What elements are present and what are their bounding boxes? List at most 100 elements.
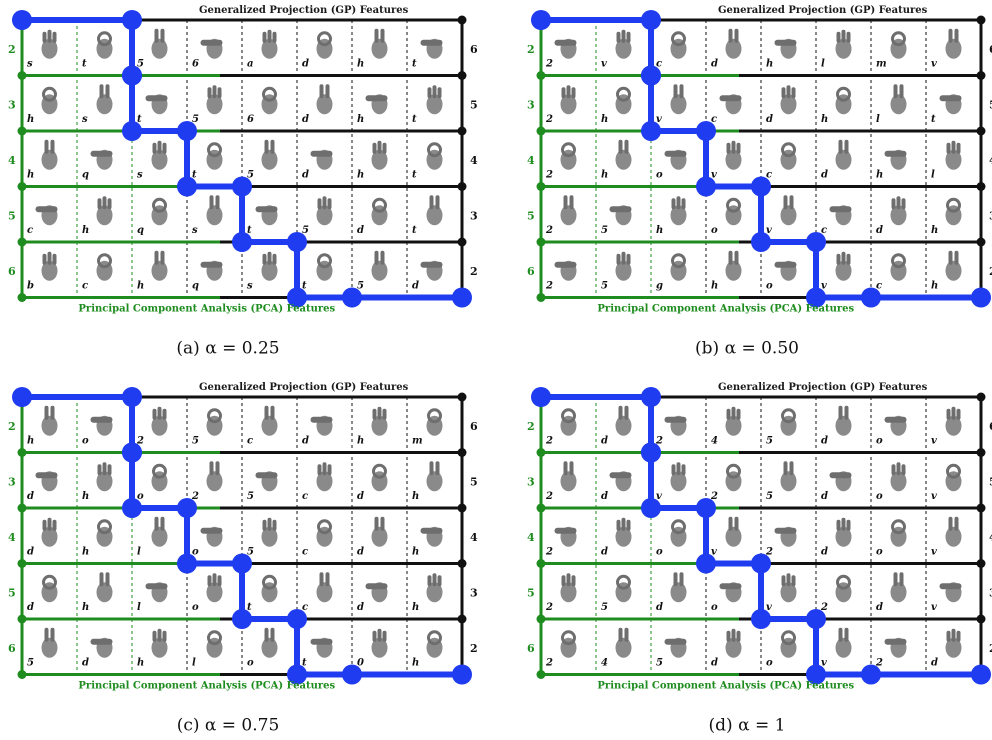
hand-finger-shape bbox=[162, 630, 167, 642]
hand-finger-shape bbox=[107, 198, 112, 210]
cell-label: v bbox=[656, 491, 662, 502]
hand-finger-shape bbox=[836, 31, 841, 43]
cell-label: h bbox=[931, 225, 938, 236]
hand-finger-shape bbox=[319, 572, 324, 587]
path-node bbox=[641, 498, 661, 518]
grid-cell: h bbox=[137, 628, 168, 669]
path-node bbox=[122, 121, 142, 141]
hand-finger-shape bbox=[948, 250, 953, 265]
cell-label: d bbox=[82, 658, 89, 669]
grid-cell: 5 bbox=[247, 471, 278, 502]
cell-label: h bbox=[82, 547, 89, 558]
grid-cell: c bbox=[302, 572, 333, 613]
grid-cell: h bbox=[656, 196, 687, 236]
hand-palm-shape bbox=[151, 526, 168, 547]
hand-finger-shape bbox=[774, 527, 797, 534]
grid-cell: b bbox=[27, 251, 58, 292]
hand-finger-shape bbox=[207, 575, 212, 587]
hand-palm-shape bbox=[261, 38, 278, 59]
pca-row-label: 5 bbox=[8, 210, 16, 223]
cell-label: d bbox=[27, 547, 34, 558]
grid-cell: c bbox=[821, 205, 852, 236]
hand-finger-shape bbox=[561, 630, 576, 646]
grid-cell: d bbox=[601, 405, 632, 447]
hand-palm-shape bbox=[560, 582, 577, 603]
grid-cell: d bbox=[821, 405, 852, 447]
hand-finger-shape bbox=[44, 139, 49, 154]
hand-palm-shape bbox=[615, 526, 632, 547]
hand-finger-shape bbox=[841, 29, 846, 43]
path-node bbox=[232, 609, 252, 629]
hand-finger-shape bbox=[162, 142, 167, 154]
hand-finger-shape bbox=[215, 461, 220, 476]
hand-finger-shape bbox=[728, 250, 733, 265]
grid-cell: s bbox=[82, 84, 113, 125]
cell-label: d bbox=[711, 658, 718, 669]
grid-cell: t bbox=[192, 142, 223, 181]
grid-cell: h bbox=[601, 139, 632, 181]
pca-row-label: 5 bbox=[8, 587, 16, 600]
hand-finger-shape bbox=[255, 206, 278, 213]
pca-row-label: 2 bbox=[527, 420, 535, 433]
hand-palm-shape bbox=[835, 415, 852, 436]
cell-label: o bbox=[82, 436, 89, 447]
cell-label: o bbox=[711, 225, 718, 236]
grid-cell: h bbox=[357, 406, 388, 447]
hand-finger-shape bbox=[734, 516, 739, 531]
grid-cell: 2 bbox=[820, 574, 852, 613]
hand-palm-shape bbox=[371, 526, 388, 547]
cell-label: h bbox=[412, 658, 419, 669]
cell-label: d bbox=[601, 491, 608, 502]
cell-label: 2 bbox=[820, 602, 828, 613]
hand-finger-shape bbox=[624, 627, 629, 642]
pca-node bbox=[536, 71, 546, 80]
cell-label: m bbox=[412, 436, 423, 447]
grid-cell: h bbox=[601, 86, 632, 125]
cell-label: t bbox=[931, 114, 936, 125]
path-node bbox=[342, 664, 362, 685]
cell-label: h bbox=[27, 170, 34, 181]
path-node bbox=[122, 10, 142, 30]
hand-finger-shape bbox=[270, 627, 275, 642]
path-node bbox=[696, 176, 716, 197]
grid-cell: t bbox=[137, 94, 168, 125]
hand-finger-shape bbox=[382, 630, 387, 642]
grid-cell: 6 bbox=[247, 86, 278, 125]
grid-cell: 2 bbox=[655, 415, 687, 447]
grid-cell: o bbox=[82, 415, 113, 447]
path-node bbox=[177, 121, 197, 141]
pca-node bbox=[536, 670, 546, 679]
gp-node bbox=[976, 237, 986, 247]
hand-palm-shape bbox=[615, 38, 632, 59]
panel-caption: (b) α = 0.50 bbox=[695, 339, 799, 359]
hand-finger-shape bbox=[267, 29, 272, 43]
cell-label: d bbox=[302, 436, 309, 447]
cell-label: 2 bbox=[875, 658, 883, 669]
cell-label: h bbox=[601, 170, 608, 181]
grid-cell: l bbox=[137, 516, 168, 558]
hand-palm-shape bbox=[780, 205, 797, 226]
hand-finger-shape bbox=[310, 416, 333, 423]
hand-palm-shape bbox=[371, 637, 388, 658]
hand-finger-shape bbox=[731, 406, 736, 420]
cell-label: d bbox=[302, 114, 309, 125]
path-node bbox=[452, 287, 472, 308]
hand-finger-shape bbox=[616, 519, 621, 531]
path-node bbox=[122, 65, 142, 86]
cell-label: h bbox=[82, 602, 89, 613]
cell-label: 2 bbox=[710, 491, 718, 502]
cell-label: 2 bbox=[545, 281, 553, 292]
hand-finger-shape bbox=[554, 527, 577, 534]
gp-row-label: 2 bbox=[989, 265, 992, 278]
pca-node bbox=[536, 126, 546, 136]
path-node bbox=[696, 498, 716, 518]
path-node bbox=[806, 609, 826, 629]
grid-cell: 2 bbox=[545, 260, 577, 292]
hand-palm-shape bbox=[890, 471, 907, 492]
hand-finger-shape bbox=[264, 405, 269, 420]
hand-finger-shape bbox=[427, 408, 442, 424]
cell-label: 5 bbox=[601, 602, 608, 613]
path-node bbox=[751, 232, 771, 252]
hand-finger-shape bbox=[380, 250, 385, 265]
cell-label: c bbox=[247, 436, 253, 447]
